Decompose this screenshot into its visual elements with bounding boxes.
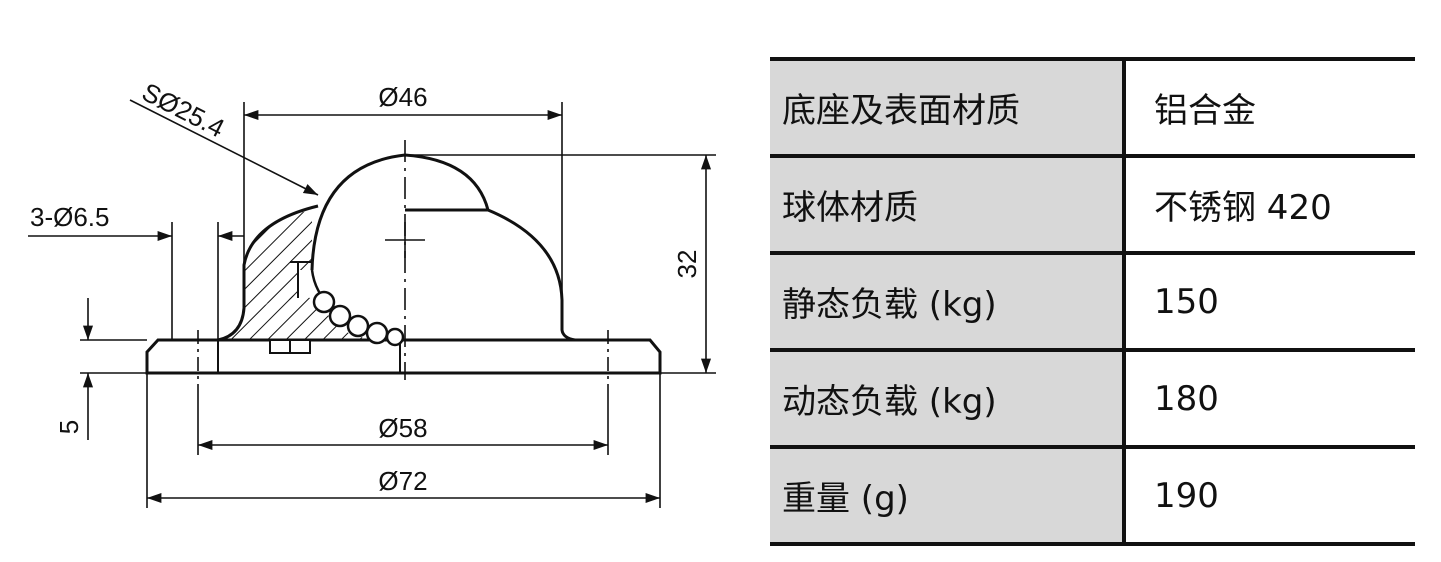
spec-row: 动态负载 (kg) 180 — [770, 348, 1415, 449]
spec-row: 底座及表面材质 铝合金 — [770, 57, 1415, 158]
spec-row: 球体材质 不锈钢 420 — [770, 154, 1415, 255]
spec-table: 底座及表面材质 铝合金 球体材质 不锈钢 420 静态负载 (kg) 150 动… — [770, 57, 1415, 546]
dim-height: 32 — [672, 250, 702, 279]
dim-sphere-diameter: SØ25.4 — [137, 77, 229, 144]
dim-mid-diameter: Ø58 — [378, 413, 427, 443]
spec-value: 铝合金 — [1124, 57, 1415, 158]
dim-top-diameter: Ø46 — [378, 82, 427, 112]
spec-value: 180 — [1124, 348, 1415, 449]
spec-value: 150 — [1124, 251, 1415, 352]
dimension-lines — [28, 99, 716, 508]
dim-base-thickness: 5 — [54, 420, 84, 434]
spec-label: 重量 (g) — [770, 445, 1126, 546]
spec-row: 静态负载 (kg) 150 — [770, 251, 1415, 352]
dim-outer-diameter: Ø72 — [378, 466, 427, 496]
spec-label: 动态负载 (kg) — [770, 348, 1126, 449]
centerlines — [197, 140, 609, 385]
spec-label: 底座及表面材质 — [770, 57, 1126, 158]
ball-transfer-drawing: Ø46 SØ25.4 3-Ø6.5 32 5 Ø58 Ø72 — [28, 77, 716, 508]
spec-label: 球体材质 — [770, 154, 1126, 255]
spec-row: 重量 (g) 190 — [770, 445, 1415, 546]
spec-label: 静态负载 (kg) — [770, 251, 1126, 352]
spec-value: 190 — [1124, 445, 1415, 546]
spec-value: 不锈钢 420 — [1124, 154, 1415, 255]
support-balls — [312, 290, 405, 347]
dim-holes: 3-Ø6.5 — [30, 202, 110, 232]
